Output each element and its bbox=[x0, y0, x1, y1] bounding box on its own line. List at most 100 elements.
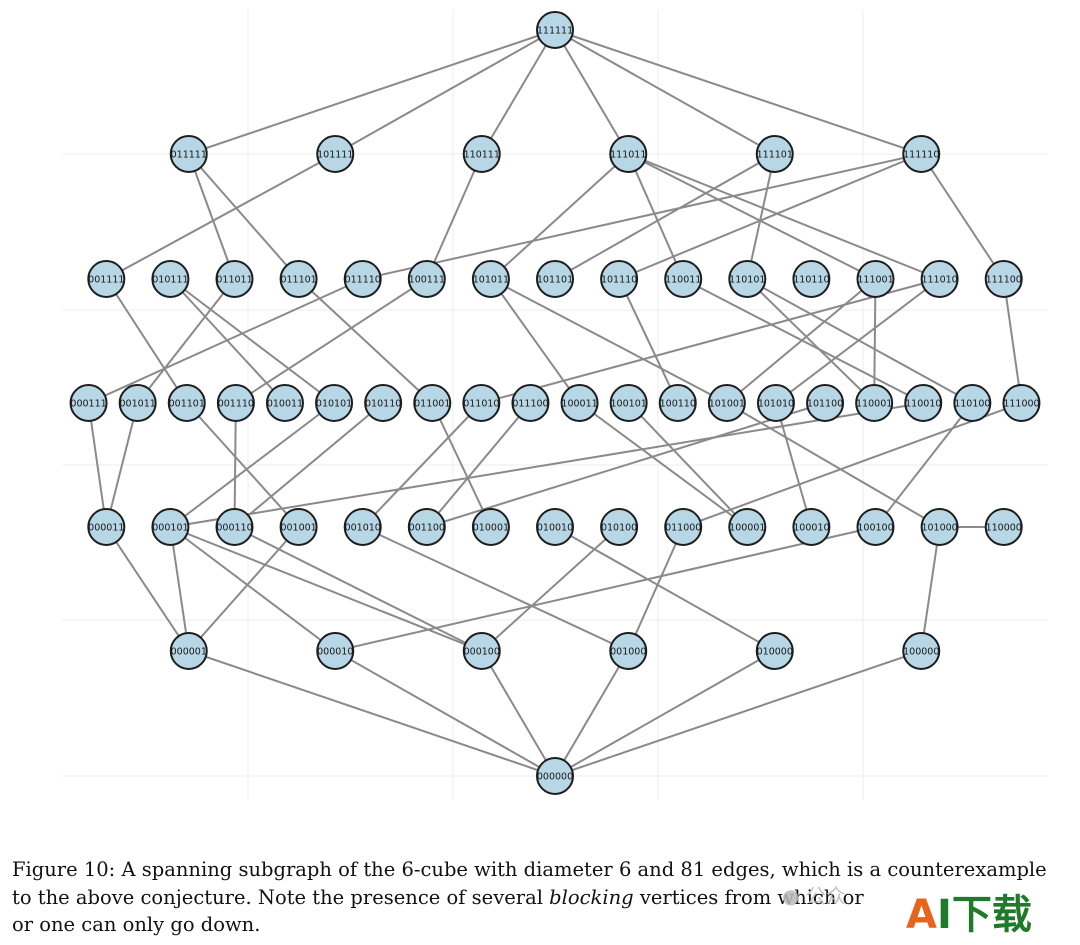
vertex-circle bbox=[609, 135, 648, 173]
edge-111010-011010 bbox=[481, 278, 940, 404]
vertex-label: 010100 bbox=[601, 523, 637, 534]
edge-000111-000011 bbox=[87, 402, 108, 528]
vertex-circle bbox=[902, 135, 941, 173]
vertex-010001: 010001 bbox=[471, 508, 510, 546]
vertex-circle bbox=[560, 384, 599, 422]
vertex-001101: 001101 bbox=[167, 384, 206, 422]
edge-001111-001101 bbox=[105, 278, 188, 404]
vertex-label: 010011 bbox=[267, 399, 303, 410]
vertex-circle bbox=[855, 384, 894, 422]
vertex-circle bbox=[462, 384, 501, 422]
vertex-circle bbox=[343, 260, 382, 298]
edge-010100-000100 bbox=[481, 526, 620, 652]
vertex-label: 000111 bbox=[70, 399, 106, 410]
vertex-circle bbox=[609, 384, 648, 422]
vertex-label: 001100 bbox=[409, 523, 445, 534]
vertex-circle bbox=[536, 260, 574, 298]
edge-010010-010000 bbox=[554, 526, 776, 652]
background-grid bbox=[62, 10, 1048, 800]
vertex-101110: 101110 bbox=[600, 260, 639, 298]
edge-000011-000001 bbox=[105, 526, 190, 652]
edge-100011-100001 bbox=[578, 402, 748, 528]
edge-000101-000100 bbox=[170, 526, 483, 652]
watermark-logo: AI下载 bbox=[906, 890, 1032, 940]
edge-001000-000000 bbox=[554, 650, 630, 777]
edge-110100-100100 bbox=[874, 402, 974, 528]
edge-111111-101111 bbox=[334, 29, 556, 155]
vertex-label: 111101 bbox=[757, 150, 793, 161]
vertex-111001: 111001 bbox=[856, 260, 895, 298]
vertex-label: 111011 bbox=[610, 150, 646, 161]
vertex-circle bbox=[728, 260, 767, 298]
vertex-101101: 101101 bbox=[536, 260, 574, 298]
vertex-label: 100100 bbox=[857, 523, 893, 534]
vertex-000010: 000010 bbox=[316, 632, 355, 670]
vertex-000101: 000101 bbox=[151, 508, 190, 546]
vertex-000100: 000100 bbox=[462, 632, 501, 670]
vertex-000011: 000011 bbox=[87, 508, 126, 546]
vertex-011000: 011000 bbox=[664, 508, 703, 546]
vertex-circle bbox=[315, 384, 354, 422]
vertex-circle bbox=[664, 260, 703, 298]
edge-110011-110010 bbox=[682, 278, 924, 404]
vertex-010100: 010100 bbox=[600, 508, 639, 546]
edge-100101-100001 bbox=[627, 402, 749, 528]
vertex-circle bbox=[904, 384, 943, 422]
watermark-wechat: ● 公众 bbox=[782, 880, 846, 909]
vertex-circle bbox=[658, 384, 697, 422]
vertex-label: 000000 bbox=[537, 772, 573, 783]
vertex-circle bbox=[343, 508, 382, 546]
vertex-label: 110011 bbox=[665, 275, 701, 286]
vertex-011110: 011110 bbox=[343, 260, 382, 298]
vertex-label: 001110 bbox=[218, 399, 254, 410]
caption-text-2: vertices from which or bbox=[633, 885, 864, 909]
vertex-label: 010001 bbox=[473, 523, 509, 534]
vertex-label: 011101 bbox=[280, 275, 316, 286]
vertex-111100: 111100 bbox=[984, 260, 1023, 298]
vertex-010000: 010000 bbox=[755, 632, 794, 670]
vertex-circle bbox=[87, 508, 126, 546]
edge-101111-001111 bbox=[105, 153, 336, 280]
edge-111111-111011 bbox=[554, 29, 630, 155]
vertex-111010: 111010 bbox=[920, 260, 959, 298]
vertex-101001: 101001 bbox=[707, 384, 746, 422]
edge-111001-101001 bbox=[726, 278, 877, 404]
edge-101011-101001 bbox=[490, 278, 728, 404]
vertex-label: 011110 bbox=[345, 275, 381, 286]
vertex-circle bbox=[953, 384, 992, 422]
edge-111010-101010 bbox=[775, 278, 941, 404]
vertex-label: 011010 bbox=[463, 399, 499, 410]
vertex-111110: 111110 bbox=[902, 135, 941, 173]
vertex-circle bbox=[756, 384, 795, 422]
vertex-circle bbox=[609, 632, 648, 670]
vertex-001011: 001011 bbox=[118, 384, 157, 422]
vertex-circle bbox=[984, 260, 1023, 298]
vertex-label: 011001 bbox=[414, 399, 450, 410]
vertex-101100: 101100 bbox=[806, 384, 845, 422]
vertex-label: 101000 bbox=[921, 523, 957, 534]
vertex-circle bbox=[407, 260, 446, 298]
vertex-circle bbox=[902, 632, 941, 670]
edge-011000-001000 bbox=[627, 526, 685, 652]
vertex-label: 001010 bbox=[345, 523, 381, 534]
vertex-label: 010110 bbox=[365, 399, 401, 410]
vertex-circle bbox=[462, 632, 501, 670]
vertex-100010: 100010 bbox=[792, 508, 831, 546]
vertex-111111: 111111 bbox=[536, 11, 574, 49]
vertex-circle bbox=[728, 508, 767, 546]
vertex-circle bbox=[984, 508, 1023, 546]
edge-101010-100010 bbox=[774, 402, 813, 528]
vertex-circle bbox=[169, 135, 208, 173]
vertex-111000: 111000 bbox=[1002, 384, 1041, 422]
vertex-label: 110100 bbox=[954, 399, 990, 410]
vertex-label: 001101 bbox=[169, 399, 205, 410]
vertex-circle bbox=[151, 508, 190, 546]
vertex-circle bbox=[215, 260, 254, 298]
vertex-label: 010101 bbox=[316, 399, 352, 410]
vertex-label: 010010 bbox=[537, 523, 573, 534]
edge-000100-000000 bbox=[480, 650, 556, 777]
vertex-label: 101001 bbox=[709, 399, 745, 410]
vertex-label: 000001 bbox=[171, 647, 207, 658]
vertex-111011: 111011 bbox=[609, 135, 648, 173]
